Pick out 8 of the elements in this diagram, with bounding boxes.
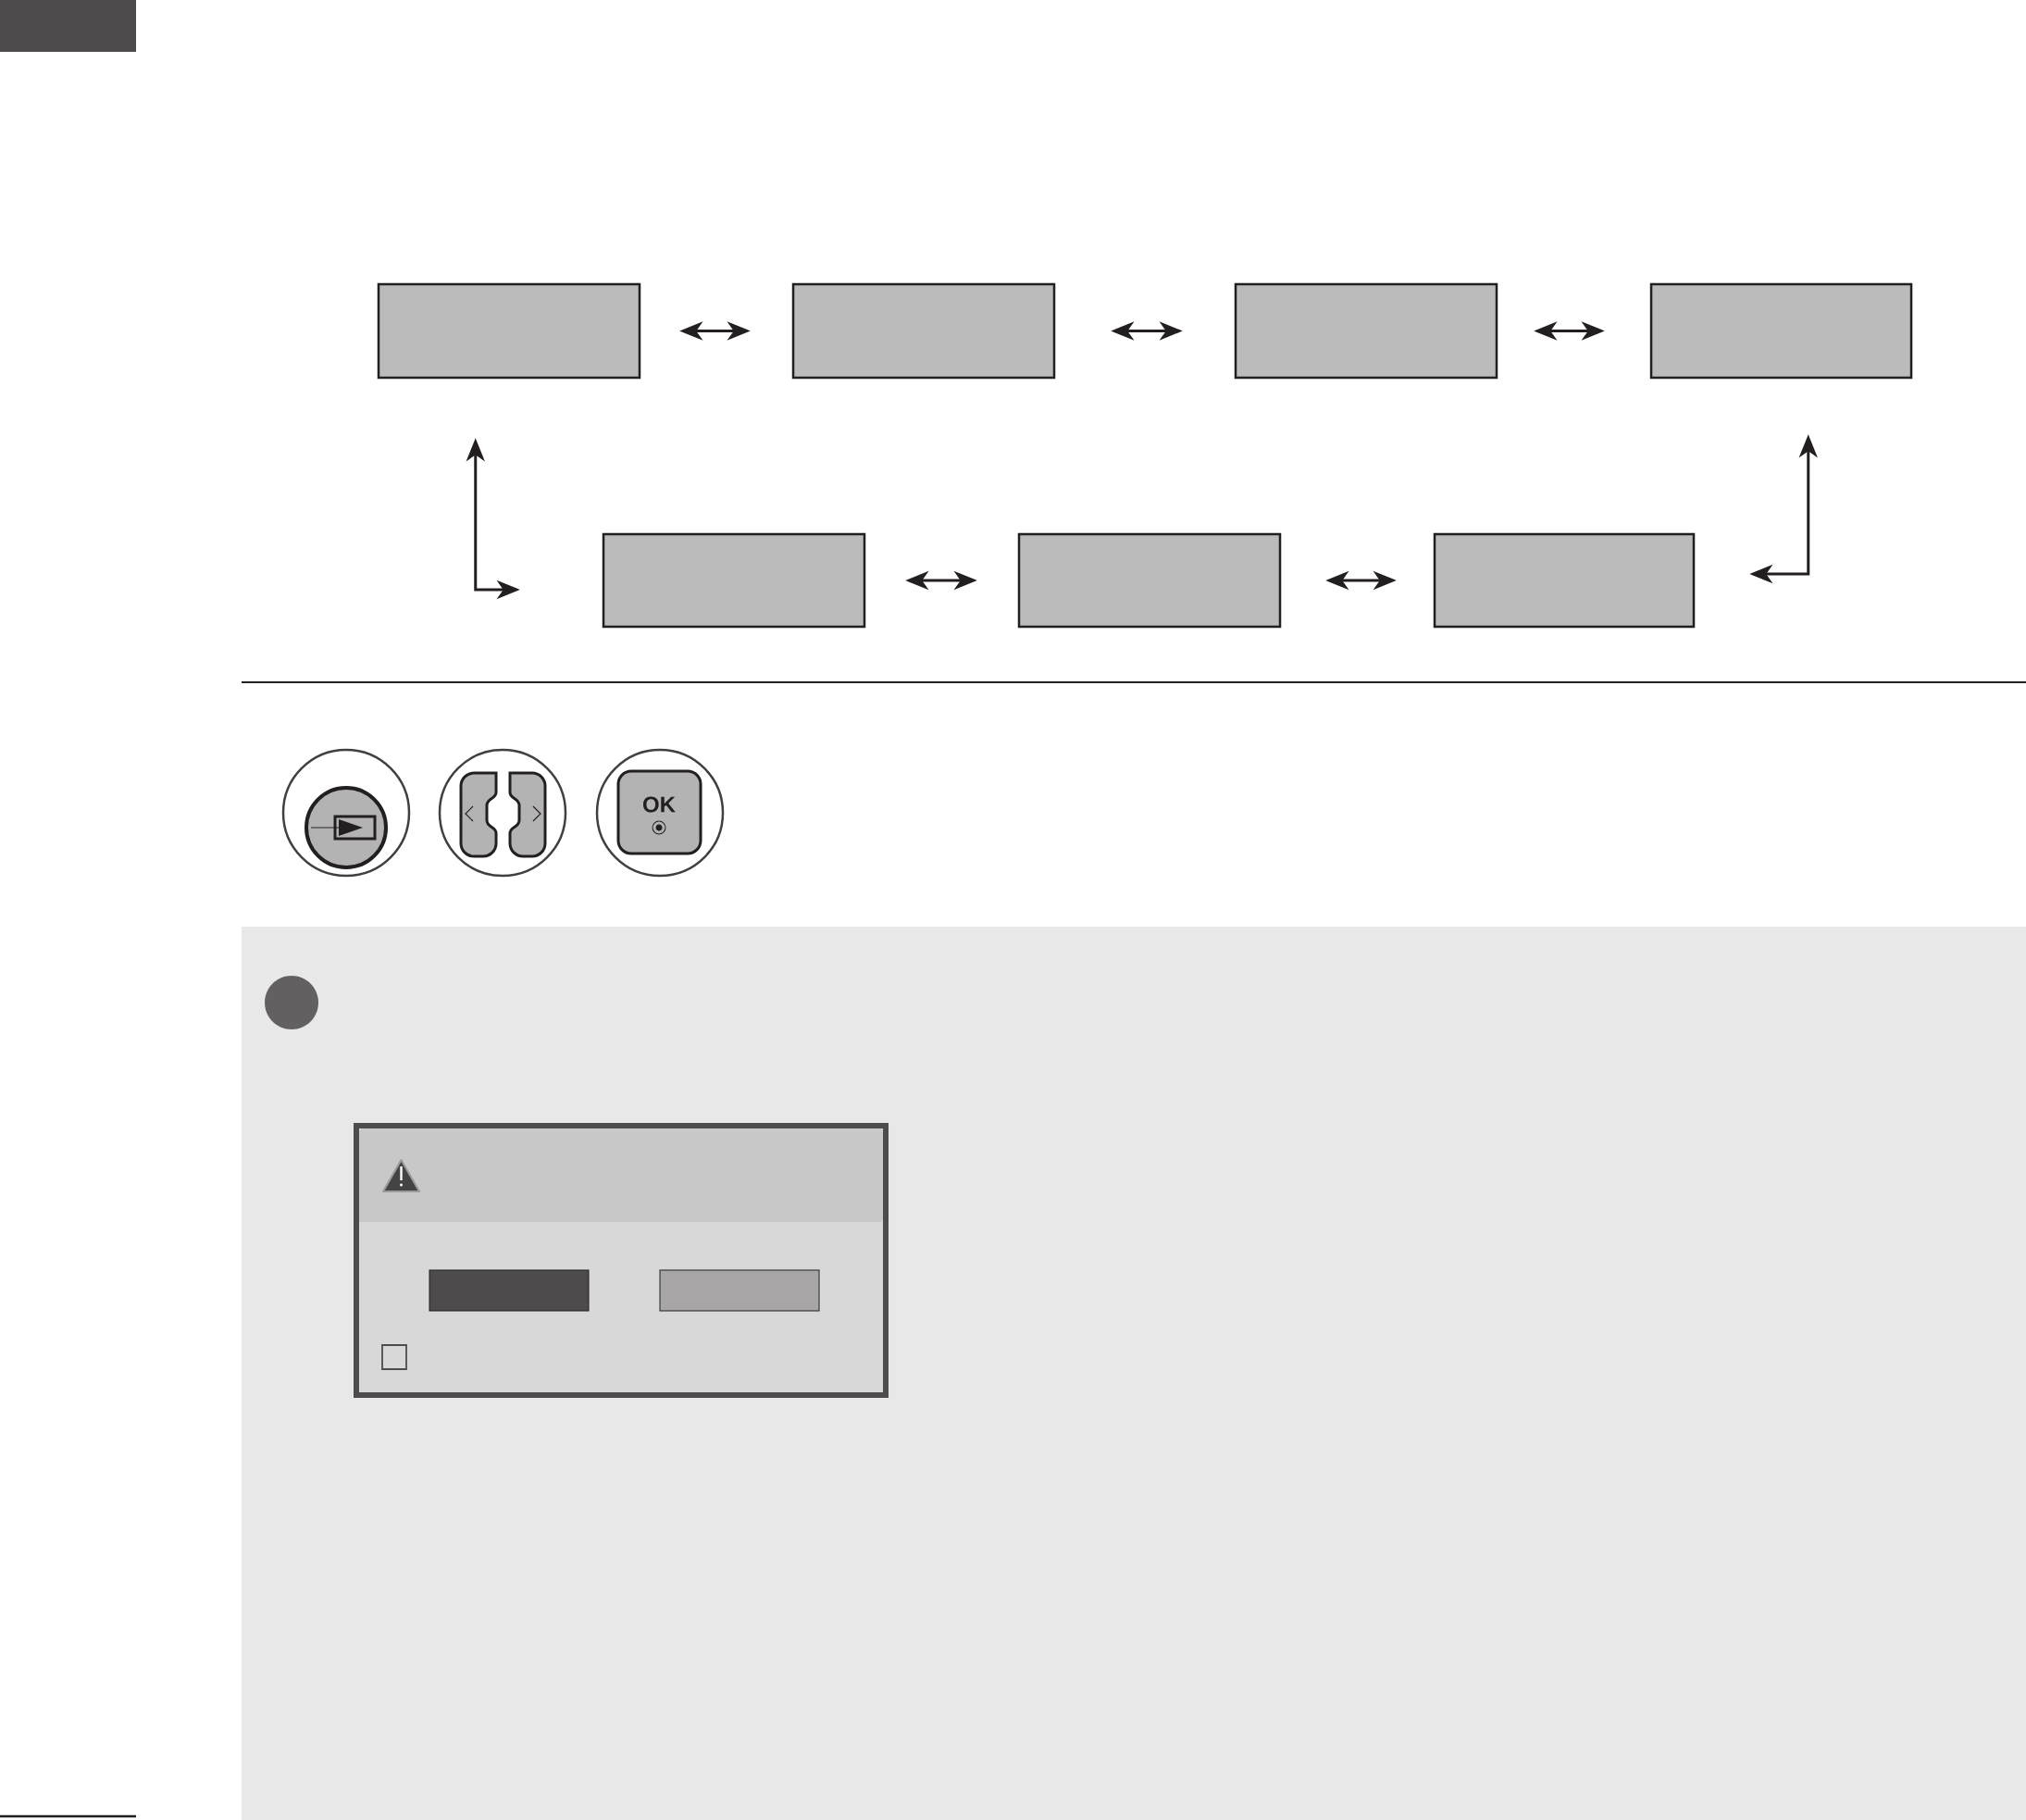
process-box xyxy=(602,532,866,629)
ok-button: OK xyxy=(595,748,725,878)
process-box xyxy=(1649,282,1913,380)
process-box xyxy=(1017,532,1282,629)
process-box xyxy=(791,282,1056,380)
process-box xyxy=(1234,282,1498,380)
process-box xyxy=(1433,532,1696,629)
process-box xyxy=(377,282,641,380)
